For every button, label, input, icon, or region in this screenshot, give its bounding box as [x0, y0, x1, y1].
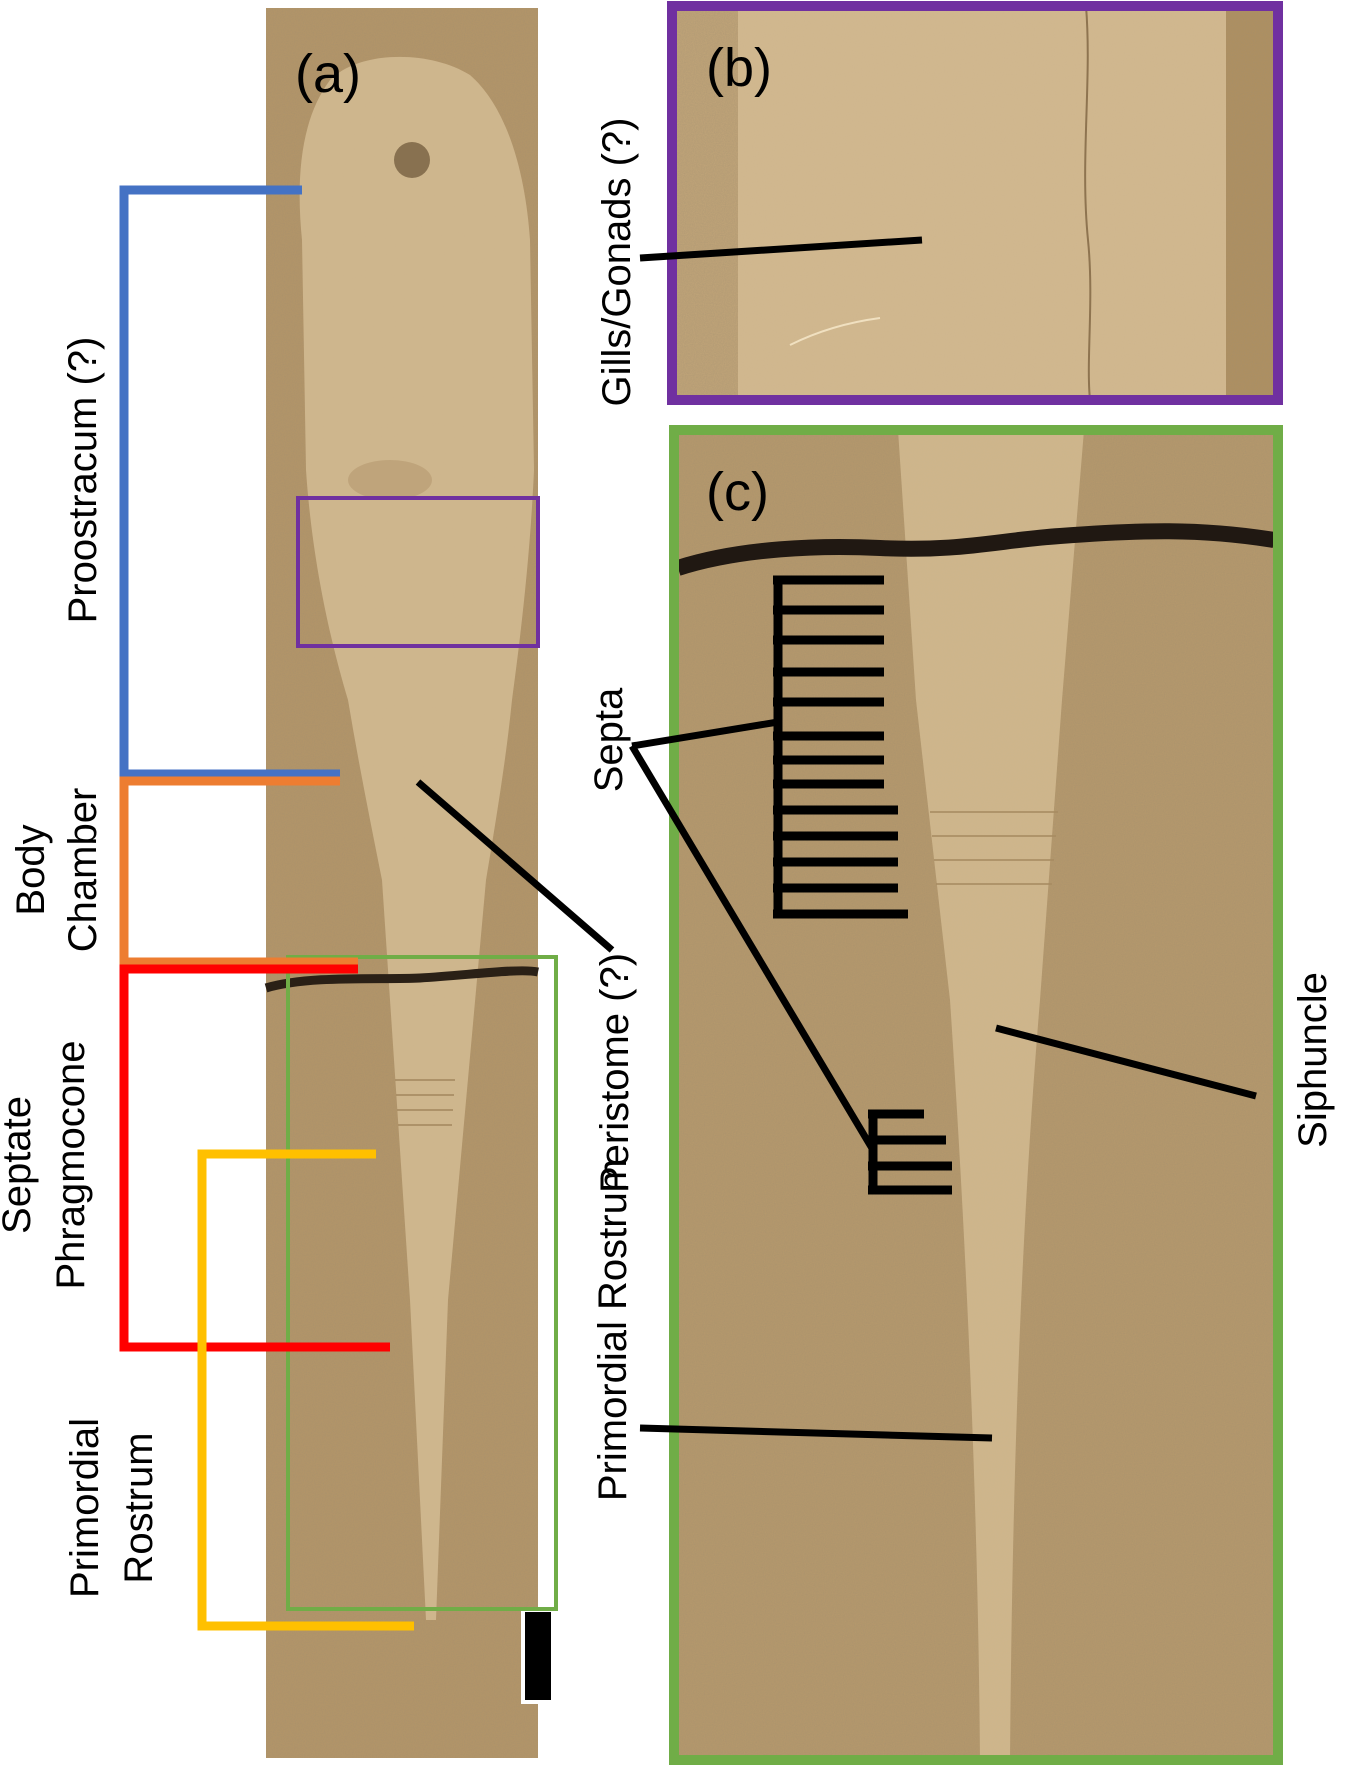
- inset-box-c: [286, 955, 558, 1611]
- panel-b-border: [667, 1, 1283, 405]
- septa-pointer-upper: [631, 718, 779, 750]
- proostracum-label: Proostracum (?): [61, 337, 105, 624]
- panel-a-label: (a): [295, 44, 361, 104]
- fossil-body-a: [299, 56, 534, 1621]
- panel-a: (a): [264, 8, 558, 1758]
- rostrum-bracket: [197, 1149, 414, 1631]
- mineral-patch: [348, 460, 432, 500]
- crack-a: [264, 966, 539, 993]
- fossil-c: [898, 430, 1084, 1760]
- crack-b2: [789, 317, 881, 346]
- septa-lines-c: [930, 811, 1058, 885]
- body-chamber-bracket: [119, 776, 358, 967]
- septa-comb-upper: [773, 575, 908, 919]
- chamber-label: Chamber: [61, 788, 105, 953]
- panel-c-label: (c): [706, 462, 769, 522]
- panel-c-border: [669, 425, 1283, 1765]
- siphuncle-label: Siphuncle: [1291, 972, 1335, 1148]
- body-label: Body: [9, 824, 53, 915]
- fossil-b: [738, 6, 1226, 400]
- panel-b: (b): [639, 1, 1283, 405]
- phragmocone-label: Phragmocone: [49, 1040, 93, 1289]
- crack-b1: [1084, 5, 1092, 401]
- peristome-pointer: [415, 779, 615, 953]
- primordial-rostrum-pointer: [639, 1424, 993, 1442]
- phragmocone-bracket: [119, 964, 390, 1352]
- gills-gonads-label: Gills/Gonads (?): [595, 118, 639, 407]
- septa-lines-a: [395, 1079, 455, 1126]
- gills-pointer: [639, 236, 923, 262]
- primordial-label: Primordial: [63, 1418, 107, 1598]
- siphuncle-pointer: [995, 1024, 1257, 1100]
- septa-pointer-lower: [628, 744, 877, 1152]
- inset-box-b: [296, 496, 540, 648]
- septate-label: Septate: [0, 1096, 39, 1234]
- panel-c: (c): [628, 425, 1283, 1765]
- primordial-rostrum-label: Primordial Rostrum: [591, 1159, 635, 1501]
- crack-c: [675, 523, 1276, 576]
- rostrum-label: Rostrum: [117, 1432, 161, 1583]
- septa-label: Septa: [587, 687, 631, 792]
- brackets: [119, 185, 414, 1631]
- peristome-label: Peristome (?): [593, 953, 637, 1193]
- proostracum-bracket: [119, 185, 340, 779]
- scale-bar: [521, 1608, 555, 1704]
- dark-spot: [394, 142, 430, 178]
- rough-edge-b: [1226, 6, 1278, 400]
- panel-b-label: (b): [706, 38, 772, 98]
- septa-comb-lower: [868, 1109, 952, 1195]
